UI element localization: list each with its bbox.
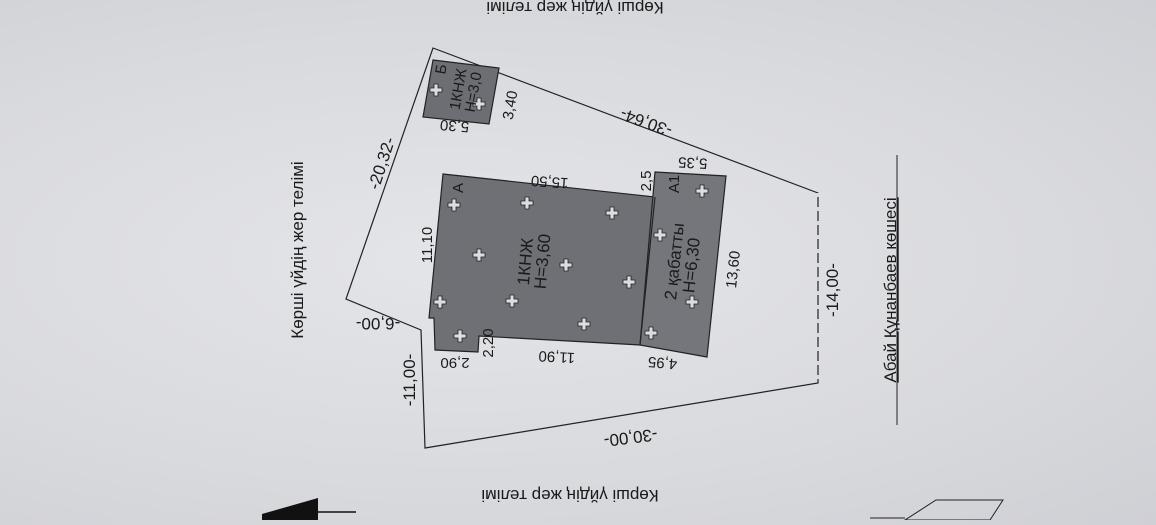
cross-marker: [695, 184, 709, 198]
cross-marker: [472, 97, 486, 111]
cross-marker: [559, 258, 573, 272]
dim-side-street: -14,00-: [823, 263, 842, 317]
cross-marker: [472, 248, 486, 262]
building-a1-letter: А1: [666, 175, 683, 193]
north-arrow-icon: [262, 498, 318, 520]
dim-side-bottom: -30,00-: [603, 425, 659, 450]
cross-marker: [505, 294, 519, 308]
building-a1-dim-top: 5,35: [678, 153, 708, 172]
building-b-dim-h: 3,40: [500, 89, 522, 121]
building-a1: [639, 171, 727, 358]
cross-marker: [577, 317, 591, 331]
cross-marker: [685, 295, 699, 309]
neighbor-label-bottom: Көрші үйдің жер телімі: [481, 486, 658, 505]
cross-markers: [429, 83, 709, 343]
dim-side-left-short: -6,00-: [356, 314, 400, 333]
dim-side-top: -30,64-: [618, 104, 675, 140]
neighbor-label-top: Көрші үйдің жер телімі: [486, 0, 663, 17]
building-a-dim-top: 15,50: [530, 172, 569, 192]
building-b-dim-w: 5,30: [439, 116, 470, 135]
dim-side-top-left: -20,32-: [364, 135, 399, 192]
building-a-dim-step: 2,5: [638, 171, 655, 192]
building-a-name: 1КНЖ: [514, 237, 537, 286]
building-a-letter: А: [450, 183, 467, 193]
building-b-letter: Б: [432, 63, 450, 76]
cross-marker: [433, 295, 447, 309]
building-a-dim-notch-h: 2,20: [480, 328, 497, 357]
cross-marker: [520, 196, 534, 210]
building-a-height: H=3,60: [531, 233, 555, 290]
building-a-dim-left: 11,10: [419, 227, 436, 263]
legend-box: [903, 499, 1004, 521]
neighbor-label-left: Көрші үйдің жер телімі: [288, 161, 307, 338]
street-label: Абай Құнанбаев көшесі: [881, 197, 900, 382]
building-a1-dim-right: 13,60: [723, 250, 744, 289]
cross-marker: [653, 228, 667, 242]
cross-marker: [429, 83, 443, 97]
dim-side-left: -11,00-: [400, 354, 419, 407]
cross-marker: [453, 329, 467, 343]
building-a-dim-bottom: 11,90: [538, 347, 575, 366]
cross-marker: [605, 206, 619, 220]
building-b-height: H=3,0: [462, 71, 486, 114]
cross-marker: [622, 275, 636, 289]
cross-marker: [447, 198, 461, 212]
building-a-dim-notch-w: 2,90: [440, 354, 469, 371]
building-a1-dim-bottom: 4,95: [647, 353, 678, 372]
a-a1-divider: [639, 196, 656, 346]
cross-marker: [644, 326, 658, 340]
